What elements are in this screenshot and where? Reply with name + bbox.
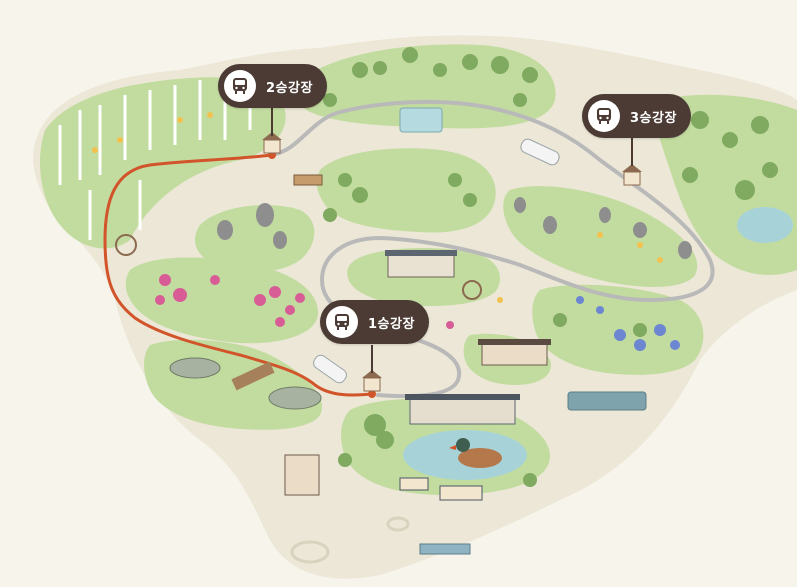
station-3-pin: [631, 138, 633, 166]
pine-pond-water: [737, 207, 793, 243]
museum-building: [284, 454, 320, 496]
glass-hall: [567, 391, 647, 411]
water-wheel-center: [462, 280, 482, 300]
pavilion-b: [439, 485, 483, 501]
walking-route: [103, 153, 374, 397]
duck-illustration: [449, 438, 502, 468]
station-3-badge[interactable]: 3승강장: [582, 94, 691, 138]
station-1-label: 1승강장: [368, 316, 415, 332]
tram-car-upper: [520, 138, 560, 166]
visitor-center-roof: [405, 394, 520, 400]
station-1-pin: [371, 345, 373, 373]
station-1-badge[interactable]: 1승강장: [320, 300, 429, 344]
greenhouse: [399, 107, 443, 133]
hanok-building: [481, 342, 548, 366]
station-shelter-1: [362, 370, 382, 392]
visitor-center-building: [409, 397, 516, 425]
stone-walls: [169, 357, 322, 410]
long-building: [387, 252, 455, 278]
water-wheel-left: [115, 234, 137, 256]
station-2-badge[interactable]: 2승강장: [218, 64, 327, 108]
azalea-zone: [125, 257, 319, 344]
station-2-pin: [271, 108, 273, 136]
station-2-label: 2승강장: [266, 80, 313, 96]
rocks: [217, 197, 692, 259]
parking-shelter: [419, 543, 471, 555]
pavilion-a: [399, 477, 429, 491]
station-shelter-3: [622, 164, 642, 186]
wooden-bridge: [231, 361, 275, 391]
tram-car-lower: [313, 354, 347, 384]
roundabout-1: [290, 540, 330, 564]
hydrangea-flowers: [576, 296, 680, 351]
hanok-roof: [478, 339, 551, 345]
bonsai-zone: [316, 148, 496, 233]
route-stop-1: [368, 390, 376, 398]
tree-cluster: [323, 47, 778, 487]
bus-icon: [326, 306, 358, 338]
shelter-hut: [293, 174, 323, 186]
bus-icon: [588, 100, 620, 132]
bus-icon: [224, 70, 256, 102]
wildflowers: [92, 112, 663, 303]
station-shelter-2: [262, 132, 282, 154]
station-3-label: 3승강장: [630, 110, 677, 126]
long-building-roof: [385, 250, 457, 256]
roundabout-2: [386, 516, 410, 532]
